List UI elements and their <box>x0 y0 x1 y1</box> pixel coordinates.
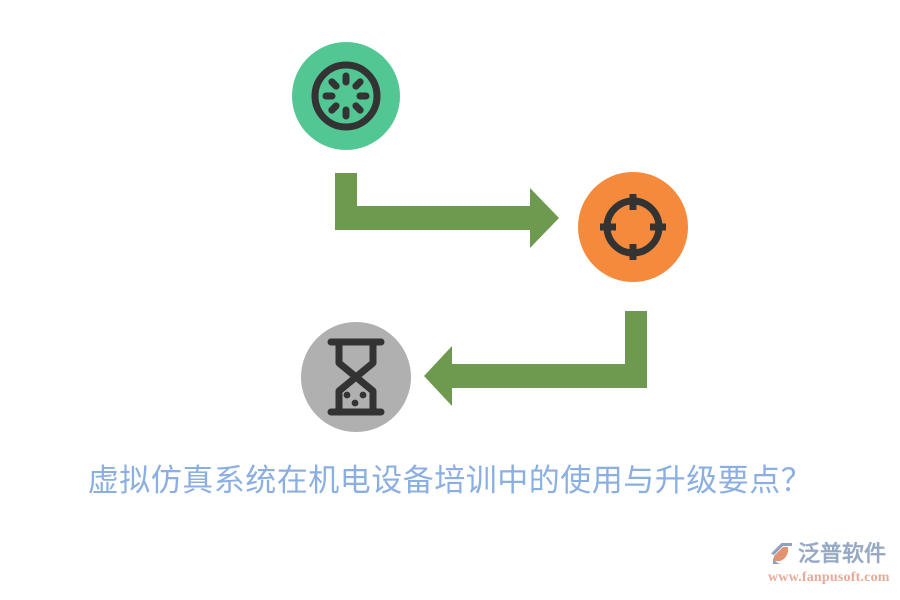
logo-row: 泛普软件 <box>768 538 894 568</box>
loading-spinner-icon <box>309 59 383 133</box>
brand-url: www.fanpusoft.com <box>768 570 890 585</box>
connector-loading-to-target <box>330 168 564 268</box>
hourglass-icon <box>323 337 389 417</box>
target-crosshair-icon <box>596 190 670 264</box>
caption-text: 虚拟仿真系统在机电设备培训中的使用与升级要点？ <box>87 463 813 498</box>
fanpu-logo-icon <box>768 540 795 567</box>
node-hourglass-badge <box>301 322 411 432</box>
node-target-badge <box>578 172 688 282</box>
node-loading-badge <box>292 42 400 150</box>
watermark: 泛普软件 www.fanpusoft.com <box>768 538 894 590</box>
brand-name: 泛普软件 <box>798 540 887 566</box>
connector-target-to-hourglass <box>422 306 652 406</box>
